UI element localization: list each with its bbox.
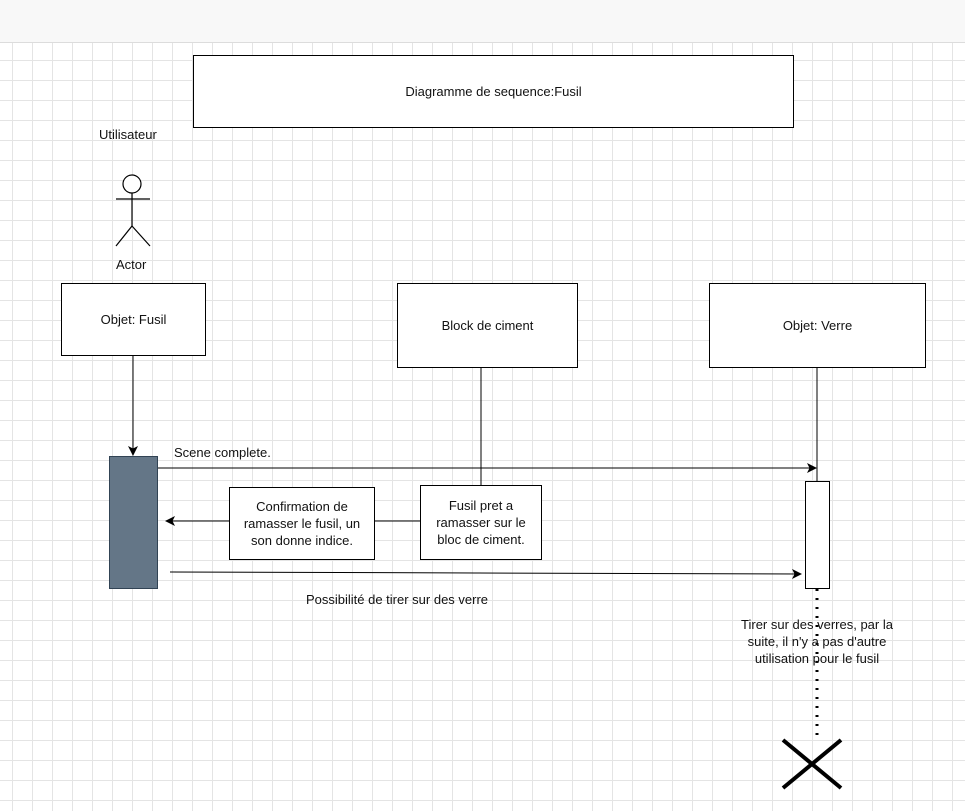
lifeline-head-block[interactable]: Block de ciment	[397, 283, 578, 368]
diagram-canvas[interactable]	[0, 43, 965, 811]
actor-figure[interactable]	[115, 174, 151, 247]
lifeline-head-verre[interactable]: Objet: Verre	[709, 283, 926, 368]
lifeline-head-fusil-label: Objet: Fusil	[100, 312, 167, 327]
diagram-title-box[interactable]: Diagramme de sequence:Fusil	[193, 55, 794, 128]
activation-fusil[interactable]	[109, 456, 158, 589]
message-fusil-pret-box[interactable]: Fusil pret a ramasser sur le bloc de cim…	[420, 485, 542, 560]
actor-name-bottom: Actor	[116, 257, 147, 272]
message-confirmation-label: Confirmation de ramasser le fusil, un so…	[243, 499, 361, 548]
diagram-title: Diagramme de sequence:Fusil	[405, 84, 582, 99]
message-possibilite-arrow[interactable]	[169, 568, 802, 579]
message-confirmation-box[interactable]: Confirmation de ramasser le fusil, un so…	[229, 487, 375, 560]
lifeline-head-verre-label: Objet: Verre	[782, 318, 853, 333]
destroy-icon[interactable]	[781, 738, 843, 790]
activation-verre[interactable]	[805, 481, 830, 589]
actor-name-top: Utilisateur	[99, 127, 157, 142]
message-scene-label: Scene complete.	[174, 445, 271, 460]
message-possibilite-label: Possibilité de tirer sur des verre	[305, 592, 489, 607]
message-fusil-pret-label: Fusil pret a ramasser sur le bloc de cim…	[436, 498, 526, 547]
message-tirer-label: Tirer sur des verres, par la suite, il n…	[741, 617, 893, 666]
lifeline-head-block-label: Block de ciment	[441, 318, 534, 333]
lifeline-head-fusil[interactable]: Objet: Fusil	[61, 283, 206, 356]
toolbar-area	[0, 0, 965, 43]
